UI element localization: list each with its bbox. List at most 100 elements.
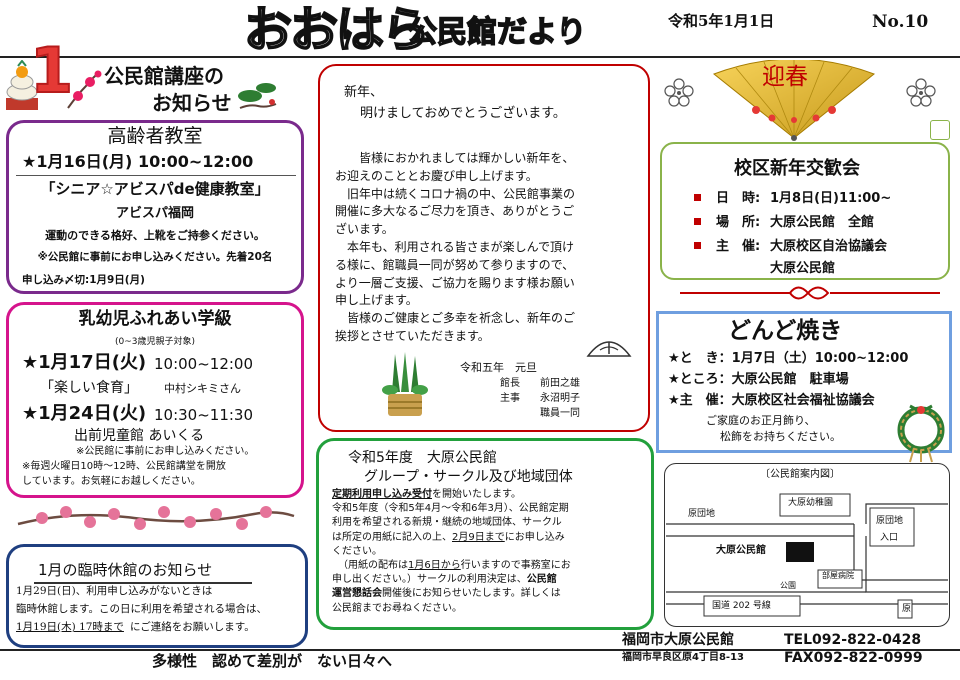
scroll-end-decoration xyxy=(930,120,950,140)
groups-body-line: 運営懇話会開催後にお知らせいたします。詳しくは xyxy=(332,587,650,601)
pine-crest-icon xyxy=(586,334,632,358)
groups-text: （用紙の配布は xyxy=(338,560,408,572)
pine-decoration-icon xyxy=(236,74,280,114)
newyear-party-datetime: 1月8日(日)11:00~ xyxy=(770,191,892,206)
dondo-when: ★と き：1月7日（土）10:00~12:00 xyxy=(668,351,909,366)
groups-body-line: 令和5年度（令和5年4月～令和6年3月）、公民館定期 xyxy=(332,503,569,515)
infant-class-title: 乳幼児ふれあい学級 xyxy=(78,309,232,329)
groups-title2: グループ・サークル及び地域団体 xyxy=(364,469,573,485)
greeting-name2: 永沼明子 xyxy=(540,393,580,404)
dondo-title: どんど焼き xyxy=(728,318,843,344)
groups-text: は所定の用紙に記入の上、 xyxy=(332,531,452,543)
newyear-party-box xyxy=(660,142,950,280)
groups-box xyxy=(316,438,654,630)
newyear-party-host2: 大原公民館 xyxy=(770,261,836,276)
greeting-body-line: 開催に多大なるご尽力を頂き、ありがとうご xyxy=(335,204,575,219)
header-underline xyxy=(0,56,960,58)
groups-intake-label: 定期利用申し込み受付 xyxy=(332,489,432,500)
newyear-party-title: 校区新年交歓会 xyxy=(734,158,860,179)
greeting-role2: 主事 xyxy=(500,393,520,404)
closure-title: 1月の臨時休館のお知らせ xyxy=(38,561,213,579)
elderly-class-box xyxy=(6,120,304,294)
elderly-class-course: 「シニア☆アビスパde健康教室」 xyxy=(40,180,270,198)
greeting-body-line: お迎えのこととお慶び申し上げます。 xyxy=(335,168,538,183)
groups-body-line: 公民館までお尋ねください。 xyxy=(332,602,462,614)
closure-box xyxy=(6,544,308,648)
greeting-staff: 職員一同 xyxy=(540,408,580,419)
groups-text: にお申し込み xyxy=(504,531,565,543)
greeting-sign-date: 令和五年 元旦 xyxy=(460,361,537,374)
infant-session1-time: 10:00~12:00 xyxy=(154,355,254,373)
groups-text: 開催後にお知らせいたします。詳しくは xyxy=(382,588,561,600)
map-title: 〔公民館案内図〕 xyxy=(760,469,840,480)
infant-session1-lecturer: 中村シキミさん xyxy=(164,382,241,395)
infant-class-note3: しています。お気軽にお越しください。 xyxy=(22,476,201,487)
groups-committee2: 運営懇話会 xyxy=(332,588,382,600)
groups-text: 行いますので事務室にお xyxy=(460,560,571,572)
newyear-party-label-datetime: 日 時: xyxy=(716,191,761,206)
greeting-body-line: る様に、館職員一同が努めて参りますので、 xyxy=(335,257,575,272)
fan-text-geishun: 迎春 xyxy=(762,64,808,90)
footer-org-name: 福岡市大原公民館 xyxy=(622,632,734,648)
map-roads xyxy=(666,484,948,624)
footer-tel: TEL092-822-0428 xyxy=(784,632,922,648)
groups-body-line: ください。 xyxy=(332,545,382,557)
greeting-body-line: 旧年中は続くコロナ禍の中、公民館事業の xyxy=(347,186,576,201)
newyear-party-label-host: 主 催: xyxy=(716,239,761,254)
greeting-body-line: ざいます。 xyxy=(335,222,394,237)
issue-number: No.10 xyxy=(872,12,929,32)
greeting-body-line: 皆様におかれましては輝かしい新年を、 xyxy=(359,151,575,165)
greeting-body-line: 申し上げます。 xyxy=(335,293,418,308)
elderly-class-instructor: アビスパ福岡 xyxy=(115,206,194,221)
footer-fax: FAX092-822-0999 xyxy=(784,650,923,666)
elderly-class-note2: ※公民館に事前にお申し込みください。先着20名 xyxy=(37,251,273,263)
dondo-note2: 松飾をお持ちください。 xyxy=(720,430,841,443)
newyear-party-host: 大原校区自治協議会 xyxy=(770,239,888,254)
infant-class-note1: ※公民館に事前にお申し込みください。 xyxy=(76,446,255,457)
newyear-party-bullet-icon xyxy=(694,242,701,249)
elderly-class-deadline: 申し込み〆切:1月9日(月) xyxy=(22,274,145,286)
map-complex1-label: 原団地 xyxy=(688,509,716,519)
kadomatsu-icon xyxy=(380,352,430,418)
plum-blossom-decoration xyxy=(14,500,298,534)
newyear-party-label-place: 場 所: xyxy=(716,215,761,230)
elderly-class-title: 高齢者教室 xyxy=(107,125,203,147)
groups-body-line: 申し出ください。）サークルの利用決定は、公民館 xyxy=(332,573,650,587)
title-ohara: おおはら xyxy=(243,2,431,58)
closure-line2: 臨時休館します。この日に利用を希望される場合は、 xyxy=(16,603,267,615)
infant-session1-date: ★1月17日(火) xyxy=(22,352,147,373)
greeting-line1: 新年、 xyxy=(344,85,384,100)
dondo-host: ★主 催：大原校区社会福祉協議会 xyxy=(668,393,875,408)
dondo-where: ★ところ：大原公民館 駐車場 xyxy=(668,372,849,387)
groups-body: 定期利用申し込み受付を開始いたします。 令和5年度（令和5年4月～令和6年3月）… xyxy=(332,488,650,616)
infant-session2-topic: 出前児童館 あいくる xyxy=(74,428,205,444)
infant-session2-date: ★1月24日(火) xyxy=(22,403,147,424)
map-park-label: 公園 xyxy=(780,581,796,590)
groups-deadline: 2月9日まで xyxy=(452,531,505,543)
title-newsletter: 公民館だより xyxy=(406,15,587,50)
issue-date: 令和5年1月1日 xyxy=(668,12,775,30)
elderly-class-datetime: ★1月16日(月) 10:00~12:00 xyxy=(22,152,254,171)
month-number: 1 xyxy=(29,34,74,107)
greeting-role1: 館長 xyxy=(500,378,520,389)
footer-slogan: 多様性 認めて差別が ない日々へ xyxy=(152,652,393,670)
lecture-heading-line2: お知らせ xyxy=(152,91,232,115)
groups-intake-suffix: を開始いたします。 xyxy=(432,489,521,500)
infant-session2-time: 10:30~11:30 xyxy=(154,406,254,424)
newyear-party-place: 大原公民館 全館 xyxy=(770,215,875,230)
plum-branch-icon xyxy=(64,66,104,112)
elderly-class-note1: 運動のできる格好、上靴をご持参ください。 xyxy=(45,229,265,242)
map-bus-label: 原 xyxy=(902,604,912,614)
greeting-body-line: 皆様のご健康とご多幸を祈念し、新年のご xyxy=(347,311,576,326)
closure-line1: 1月29日(日)、利用申し込みがないときは xyxy=(16,585,213,597)
footer-address: 福岡市早良区原4丁目8-13 xyxy=(622,652,744,663)
closure-title-underline xyxy=(34,582,252,584)
groups-body-line: は所定の用紙に記入の上、2月9日までにお申し込み xyxy=(332,531,650,545)
map-hall-label: 大原公民館 xyxy=(716,545,766,556)
greeting-body-line: 本年も、利用される皆さまが楽しんで頂け xyxy=(347,239,575,254)
elderly-class-date-underline xyxy=(16,175,296,176)
newyear-party-bullet-icon xyxy=(694,218,701,225)
groups-body-line: 利用を希望される新規・継続の地域団体、サークル xyxy=(332,517,562,529)
newyear-party-bullet-icon xyxy=(694,194,701,201)
greeting-body-line: より一層ご支援、ご協力を賜ります様お願い xyxy=(335,275,575,290)
